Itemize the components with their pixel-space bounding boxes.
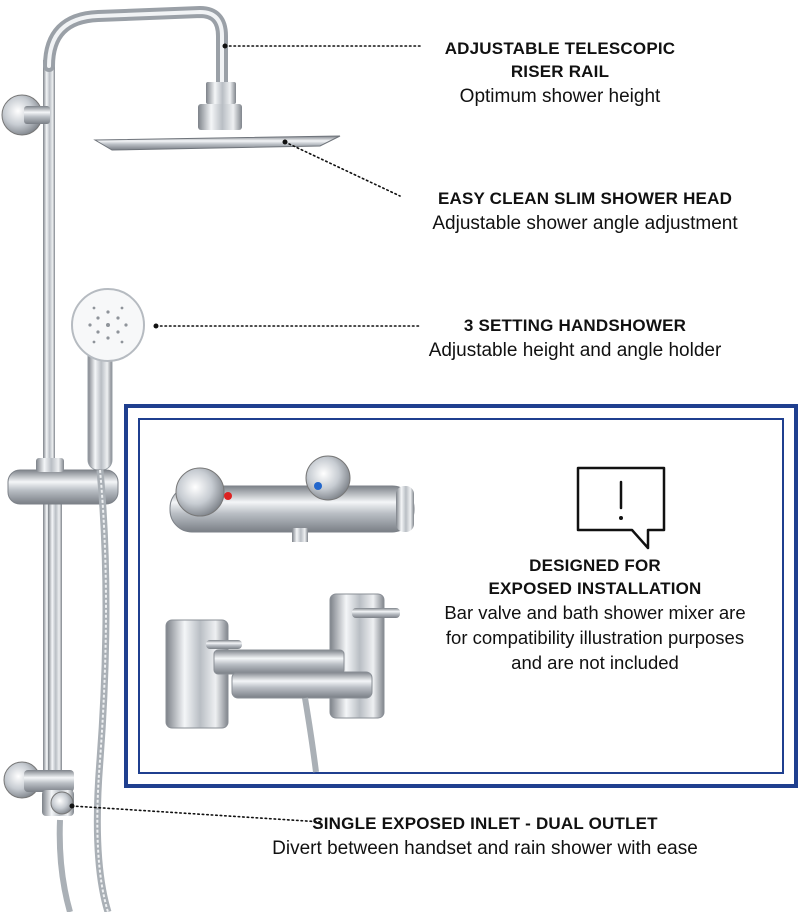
diverter-inlet — [3, 761, 74, 816]
inlet-subtitle: Divert between handset and rain shower w… — [272, 837, 698, 859]
exposed-installation-panel — [124, 404, 798, 788]
exposed-sub-line3: and are not included — [511, 651, 679, 673]
riser-subtitle: Optimum shower height — [459, 85, 661, 107]
leader-dots — [69, 43, 288, 809]
riser-rail — [43, 5, 228, 800]
slide-holder — [7, 458, 119, 505]
callout-inlet-outlet: SINGLE EXPOSED INLET - DUAL OUTLET Diver… — [205, 813, 765, 862]
bar-valve — [169, 455, 415, 542]
head-subtitle: Adjustable shower angle adjustment — [432, 212, 738, 234]
shower-head — [93, 82, 341, 151]
head-title: EASY CLEAN SLIM SHOWER HEAD — [437, 189, 733, 208]
callout-handshower: 3 SETTING HANDSHOWER Adjustable height a… — [395, 315, 755, 364]
panel-inner-border — [138, 418, 784, 774]
riser-title-line2: RISER RAIL — [510, 61, 610, 81]
handshower — [71, 288, 145, 471]
callout-shower-head: EASY CLEAN SLIM SHOWER HEAD Adjustable s… — [395, 188, 775, 237]
exposed-title-line2: EXPOSED INSTALLATION — [488, 578, 702, 598]
riser-title-line1: ADJUSTABLE TELESCOPIC — [444, 39, 676, 58]
handshower-subtitle: Adjustable height and angle holder — [428, 339, 722, 361]
inlet-title: SINGLE EXPOSED INLET - DUAL OUTLET — [312, 814, 658, 833]
callout-riser-rail: ADJUSTABLE TELESCOPIC RISER RAIL Optimum… — [400, 38, 720, 110]
exposed-sub-line1: Bar valve and bath shower mixer are — [444, 601, 746, 623]
shower-hose — [56, 469, 112, 912]
callout-exposed-installation: DESIGNED FOR EXPOSED INSTALLATION Bar va… — [400, 555, 790, 676]
wall-bracket-top — [1, 94, 50, 136]
handshower-title: 3 SETTING HANDSHOWER — [463, 316, 687, 335]
exposed-sub-line2: for compatibility illustration purposes — [445, 626, 745, 648]
leader-lines — [71, 45, 421, 823]
exposed-title-line1: DESIGNED FOR — [529, 556, 661, 575]
speech-bubble-exclamation-icon — [576, 466, 666, 550]
bath-shower-mixer — [165, 593, 400, 773]
